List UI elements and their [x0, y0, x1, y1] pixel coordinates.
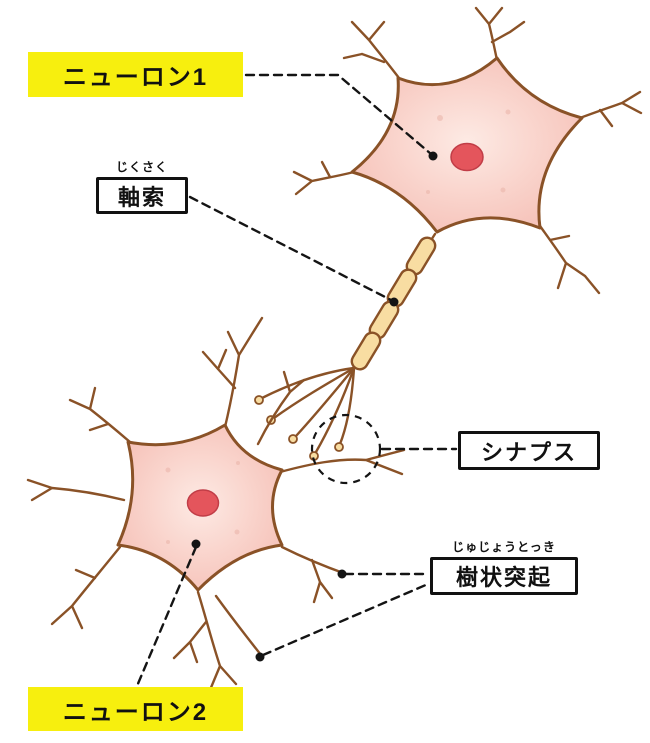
neuron1-dendrite-left [292, 160, 356, 196]
neuron1-texture [505, 109, 511, 115]
neuron1-texture [500, 187, 506, 193]
axon-connector-line [188, 195, 393, 302]
neuron2-texture [165, 467, 171, 473]
neuron1-dendrite-upper-left [342, 20, 404, 84]
dendrite-ruby: じゅじょうとっき [452, 540, 556, 554]
dendrite-label: 樹状突起 [430, 557, 578, 595]
dendrite-pointer-dot-lower [255, 652, 265, 662]
axon-terminal-branch [314, 366, 356, 454]
axon-terminal-bouton [288, 434, 298, 444]
neuron2-connector-line [135, 545, 198, 688]
myelin-segment [350, 331, 382, 371]
neuron2-dendrite-top [201, 316, 264, 429]
axon-label-group: じくさく 軸索 [96, 158, 188, 214]
neuron1-dendrite-right [578, 90, 643, 128]
neuron2-dendrite-upper-left [68, 386, 132, 444]
neuron2-texture [234, 529, 240, 535]
neuron2-texture [236, 461, 240, 465]
dendrite-label-group: じゅじょうとっき 樹状突起 [430, 538, 578, 595]
neuron1 [292, 6, 643, 295]
neuron1-nucleus [450, 142, 484, 172]
neuron2-dendrite-bottom [172, 590, 238, 692]
connectors [135, 73, 458, 688]
axon-pointer-dot [389, 297, 399, 307]
synapse-label: シナプス [458, 431, 600, 470]
neuron2-label: ニューロン2 [28, 687, 243, 731]
neuron2-nucleus [186, 489, 220, 517]
neuron1-dendrites [292, 6, 643, 295]
neuron2-dendrite-to-synapse [278, 448, 406, 476]
neuron2-dendrite-bottom-right [214, 594, 263, 657]
neuron2-dendrite-upper-right [256, 370, 306, 446]
neuron1-dendrite-top [474, 6, 526, 62]
axon-ruby: じくさく [115, 160, 168, 174]
neuron1-dendrite-lower-right [538, 224, 601, 295]
axon-terminal-branch [272, 366, 356, 420]
neuron2-dendrite-left [26, 478, 126, 502]
axon-label: 軸索 [96, 177, 188, 214]
axon-terminals [254, 366, 356, 461]
neuron2-dendrites [26, 316, 406, 692]
neuron2-texture [166, 540, 170, 544]
neuron2-pointer-dot [191, 539, 201, 549]
neuron1-pointer-dot [428, 151, 438, 161]
neuron1-texture [426, 190, 430, 194]
axon-terminal-branch [338, 366, 356, 446]
neuron2 [26, 316, 406, 692]
neuron2-dendrite-right-down [280, 545, 348, 604]
axon-terminal-branch [260, 366, 356, 400]
axon [254, 232, 437, 461]
axon-terminal-branch [294, 366, 356, 438]
neuron2-dendrite-lower-left [50, 545, 122, 630]
axon-terminal-bouton [254, 395, 264, 405]
axon-myelin-sheath [350, 236, 437, 371]
dendrite-pointer-dot-upper [337, 569, 347, 579]
synapse-circle [310, 413, 382, 485]
neuron1-label: ニューロン1 [28, 52, 243, 97]
axon-terminal-bouton [334, 442, 344, 452]
neuron1-texture [437, 115, 443, 121]
neuron1-connector-line [244, 73, 433, 156]
dendrite-connector-line-lower [261, 582, 430, 657]
